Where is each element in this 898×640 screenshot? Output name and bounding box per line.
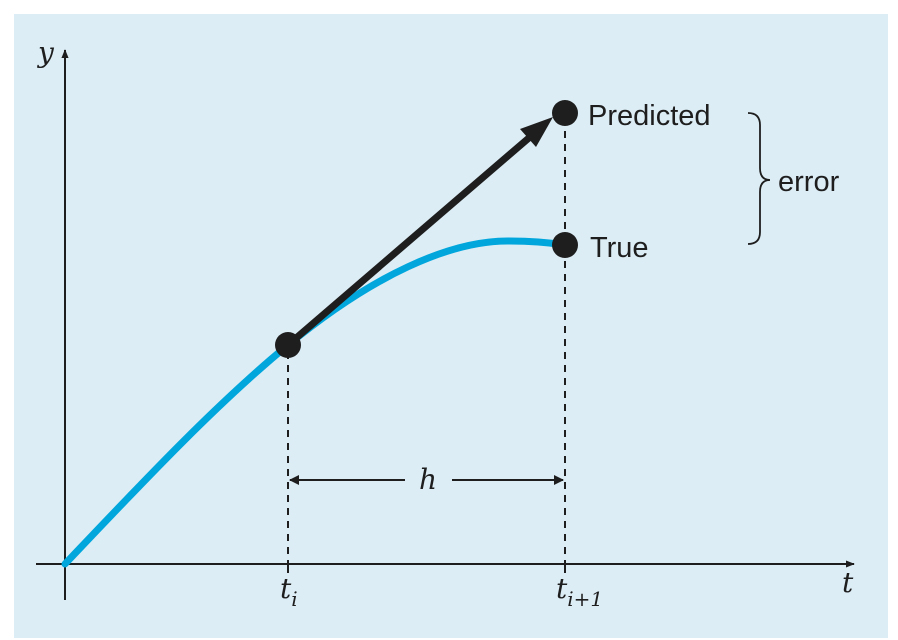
slope-arrow-head	[520, 117, 553, 147]
ti1-tick-label: ti+1	[556, 572, 603, 611]
predicted-point	[552, 100, 578, 126]
diagram-background	[14, 14, 888, 638]
true-label: True	[590, 232, 649, 264]
ti-tick-label: ti	[280, 572, 298, 611]
predicted-label: Predicted	[588, 100, 711, 132]
slope-arrow-shaft	[284, 133, 534, 349]
error-brace	[747, 112, 771, 245]
true-point	[552, 232, 578, 258]
true-solution-curve	[61, 237, 569, 568]
start-point	[275, 332, 301, 358]
t-axis-label: t	[842, 566, 854, 599]
error-label: error	[778, 166, 840, 198]
y-axis-label: y	[36, 36, 55, 69]
h-label: h	[419, 463, 437, 496]
